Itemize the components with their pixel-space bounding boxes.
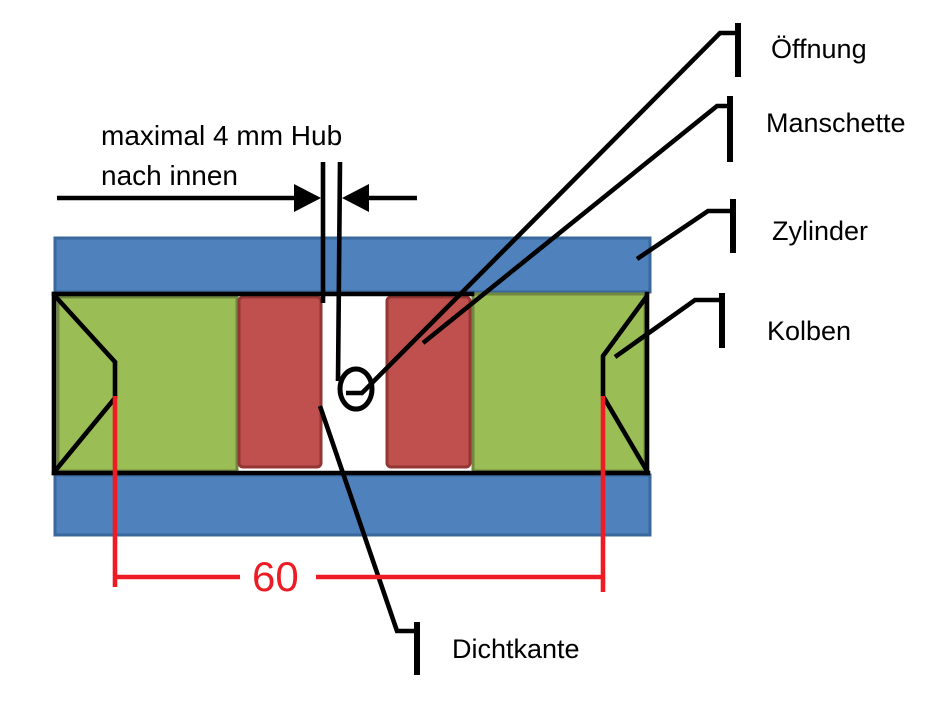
sleeve-right-block: [385, 295, 472, 469]
sleeve-left-block: [237, 295, 323, 469]
label-zylinder: Zylinder: [772, 216, 869, 246]
kolben-leader-line: [613, 297, 722, 359]
cylinder-wall-top: [53, 236, 652, 294]
oeffnung-leader-line: [346, 30, 738, 396]
dichtkante-leader-line: [317, 405, 417, 634]
piston-right-block: [471, 292, 647, 473]
label-dichtkante: Dichtkante: [452, 634, 580, 664]
hub-note-line1: maximal 4 mm Hub: [101, 120, 343, 151]
hub-note-line2: nach innen: [101, 160, 239, 191]
piston-left-chevron: [53, 294, 118, 473]
hub-arrow-left-head: [294, 184, 321, 212]
dimension-value: 60: [252, 553, 299, 600]
piston-left-block: [56, 295, 239, 473]
opening-ellipse: [337, 366, 375, 412]
label-oeffnung: Öffnung: [771, 34, 867, 64]
hub-arrow-right-head: [342, 184, 369, 212]
piston-right-chevron: [600, 294, 649, 473]
manschette-leader-line: [421, 103, 730, 345]
label-kolben: Kolben: [767, 316, 852, 346]
label-manschette: Manschette: [766, 108, 906, 138]
hub-marker-line-right: [335, 161, 343, 382]
hub-note: maximal 4 mm Hub nach innen: [101, 116, 342, 196]
zylinder-leader-line: [635, 208, 733, 261]
